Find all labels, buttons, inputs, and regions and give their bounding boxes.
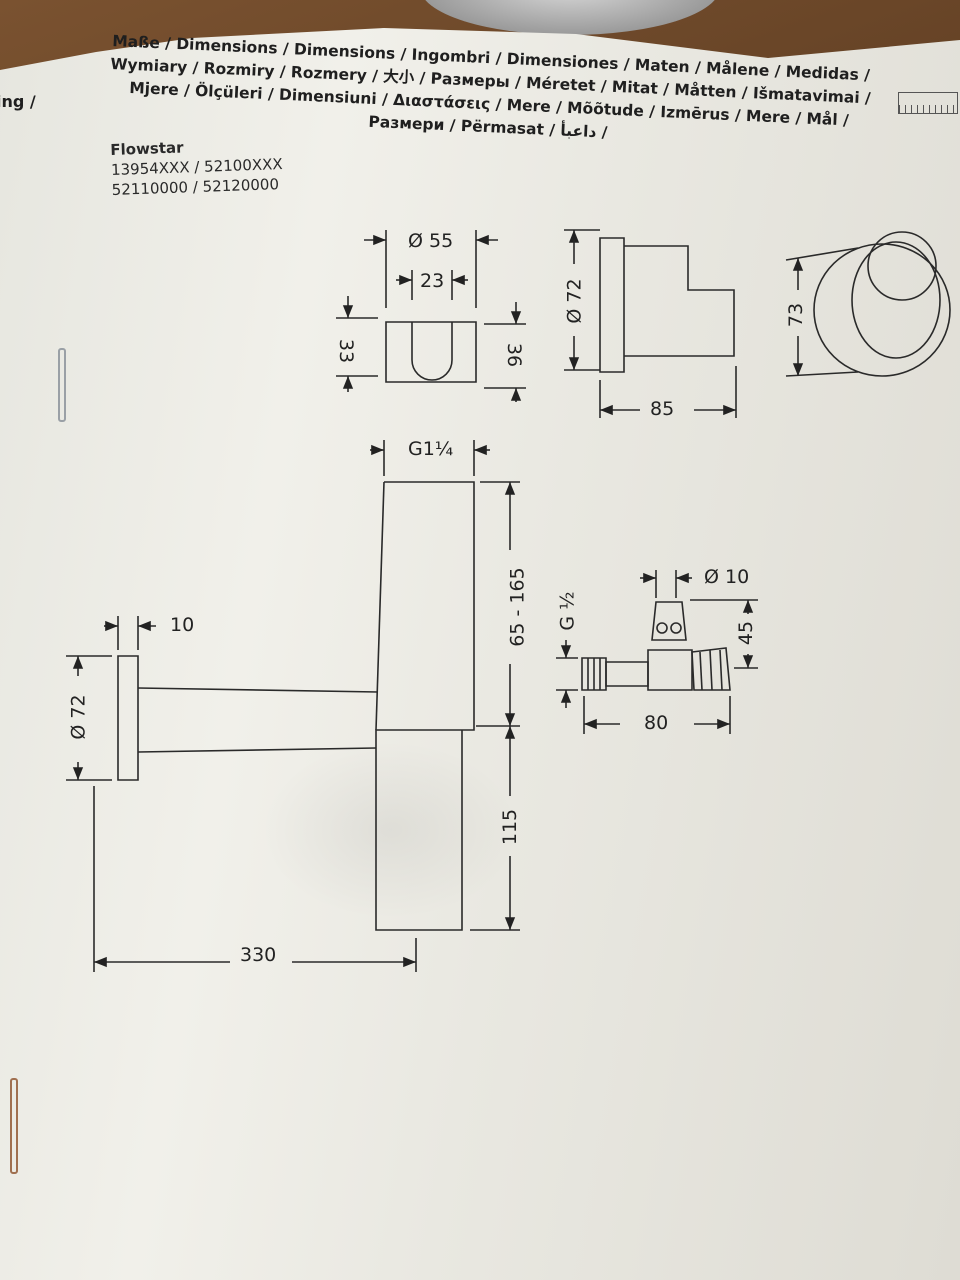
dim-body-lower: 115 xyxy=(499,808,522,846)
paper-crease xyxy=(260,740,520,920)
dim-cap-diameter: Ø 55 xyxy=(408,230,454,252)
dim-cap-inner: 23 xyxy=(420,270,445,292)
cut-off-header-word: ing / xyxy=(0,92,36,111)
round-cover-view xyxy=(785,231,951,377)
dim-valve-height: 45 xyxy=(735,620,758,646)
dim-body-range: 65 - 165 xyxy=(506,567,529,647)
staple-icon xyxy=(10,1078,18,1174)
dim-side-diameter: Ø 72 xyxy=(563,278,586,324)
dim-cap-height-right: 36 xyxy=(503,342,526,368)
cap-side-view xyxy=(564,229,737,418)
dim-total-length: 330 xyxy=(240,944,277,966)
staple-icon xyxy=(58,348,66,422)
cap-front-view xyxy=(336,230,526,402)
dim-thread-top: G1¼ xyxy=(408,438,454,460)
dim-round-cover: 73 xyxy=(785,302,808,328)
dim-valve-length: 80 xyxy=(644,712,669,734)
dim-valve-diameter: Ø 10 xyxy=(704,566,750,588)
dim-valve-thread: G ½ xyxy=(556,591,579,631)
siphon-main-view xyxy=(66,440,520,972)
ruler-icon xyxy=(898,92,958,114)
angle-valve-view xyxy=(556,570,758,734)
dim-side-depth: 85 xyxy=(650,398,675,420)
dim-cap-height-left: 33 xyxy=(335,338,358,364)
dim-flange-diameter: Ø 72 xyxy=(67,694,90,740)
dim-flange-thickness: 10 xyxy=(170,614,195,636)
